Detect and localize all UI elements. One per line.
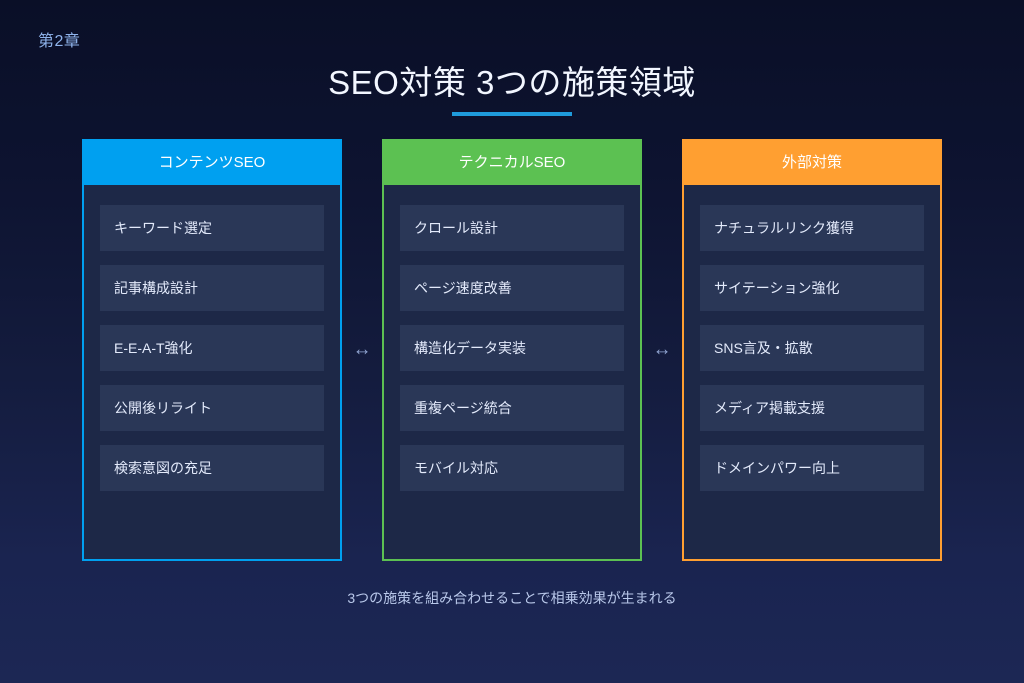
column-card-content-seo[interactable]: コンテンツSEO キーワード選定 記事構成設計 E-E-A-T強化 公開後リライ… xyxy=(82,139,342,561)
column-header-external-seo: 外部対策 xyxy=(684,141,940,185)
column-header-technical-seo: テクニカルSEO xyxy=(384,141,640,185)
column-body-technical-seo: クロール設計 ページ速度改善 構造化データ実装 重複ページ統合 モバイル対応 xyxy=(384,185,640,559)
column-card-technical-seo[interactable]: テクニカルSEO クロール設計 ページ速度改善 構造化データ実装 重複ページ統合… xyxy=(382,139,642,561)
column-body-external-seo: ナチュラルリンク獲得 サイテーション強化 SNS言及・拡散 メディア掲載支援 ド… xyxy=(684,185,940,559)
list-item[interactable]: サイテーション強化 xyxy=(700,265,924,311)
list-item[interactable]: ナチュラルリンク獲得 xyxy=(700,205,924,251)
list-item[interactable]: クロール設計 xyxy=(400,205,624,251)
arrow-left-right-icon: ↔ xyxy=(352,339,372,360)
column-card-external-seo[interactable]: 外部対策 ナチュラルリンク獲得 サイテーション強化 SNS言及・拡散 メディア掲… xyxy=(682,139,942,561)
list-item[interactable]: ページ速度改善 xyxy=(400,265,624,311)
list-item[interactable]: 公開後リライト xyxy=(100,385,324,431)
list-item[interactable]: 記事構成設計 xyxy=(100,265,324,311)
columns-row: コンテンツSEO キーワード選定 記事構成設計 E-E-A-T強化 公開後リライ… xyxy=(0,139,1024,561)
list-item[interactable]: 重複ページ統合 xyxy=(400,385,624,431)
list-item[interactable]: E-E-A-T強化 xyxy=(100,325,324,371)
footer-note: 3つの施策を組み合わせることで相乗効果が生まれる xyxy=(347,590,677,606)
title-accent-rule xyxy=(452,112,572,117)
list-item[interactable]: SNS言及・拡散 xyxy=(700,325,924,371)
connector-technical-external: ↔ xyxy=(642,139,682,561)
chapter-label: 第2章 xyxy=(38,33,81,50)
column-body-content-seo: キーワード選定 記事構成設計 E-E-A-T強化 公開後リライト 検索意図の充足 xyxy=(84,185,340,559)
list-item[interactable]: 構造化データ実装 xyxy=(400,325,624,371)
connector-content-technical: ↔ xyxy=(342,139,382,561)
column-header-content-seo: コンテンツSEO xyxy=(84,141,340,185)
arrow-left-right-icon: ↔ xyxy=(652,339,672,360)
list-item[interactable]: 検索意図の充足 xyxy=(100,445,324,491)
list-item[interactable]: ドメインパワー向上 xyxy=(700,445,924,491)
list-item[interactable]: モバイル対応 xyxy=(400,445,624,491)
title-block: SEO対策 3つの施策領域 xyxy=(0,62,1024,117)
list-item[interactable]: メディア掲載支援 xyxy=(700,385,924,431)
list-item[interactable]: キーワード選定 xyxy=(100,205,324,251)
page-title: SEO対策 3つの施策領域 xyxy=(328,64,696,101)
